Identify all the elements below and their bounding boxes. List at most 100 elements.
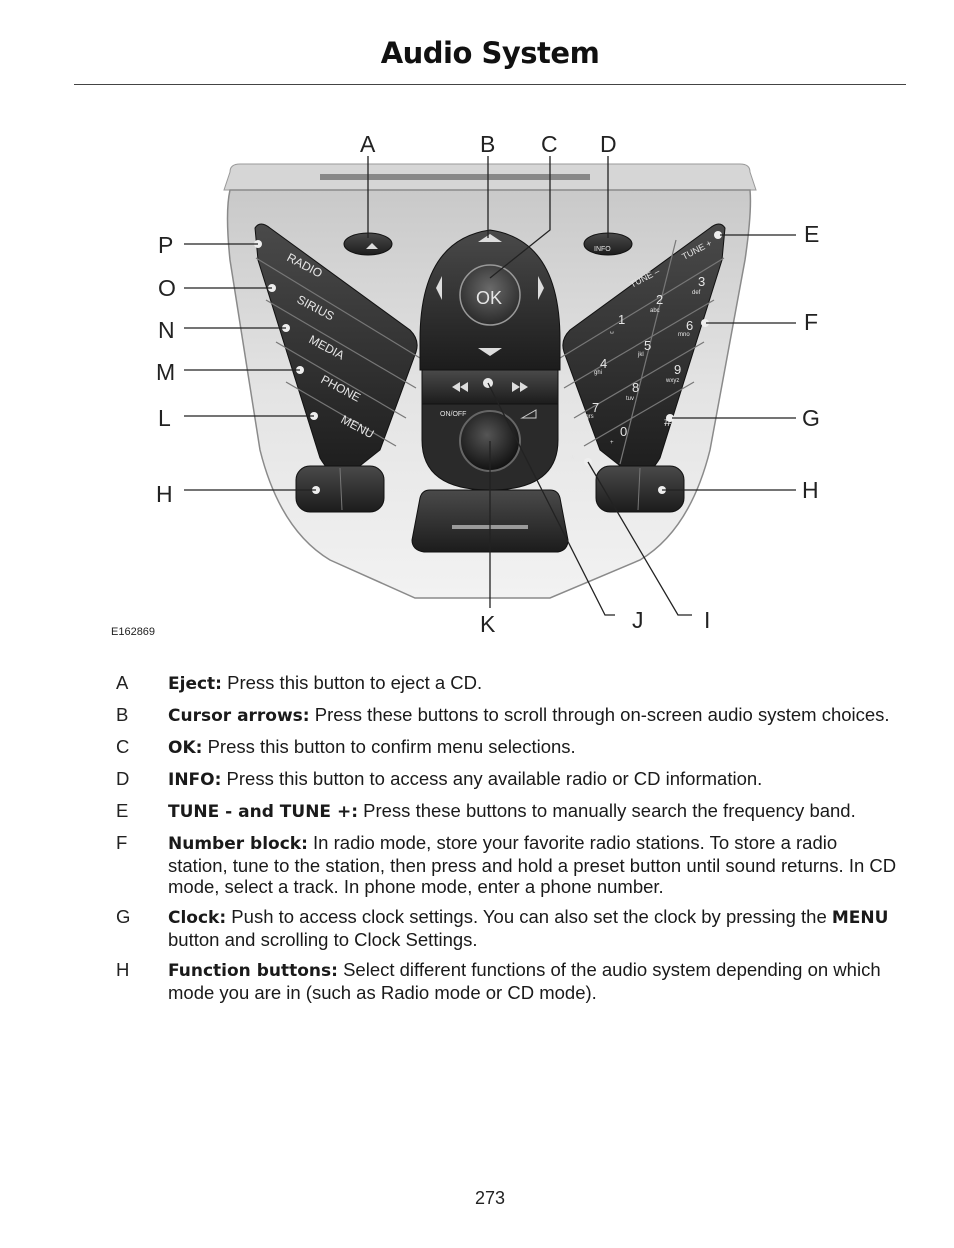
item-term: Clock: [168, 908, 227, 928]
key-4-letters: ghi [594, 370, 602, 376]
key-7-letters: pqrs [582, 414, 594, 420]
item-body: In radio mode, store your favorite radio… [168, 832, 897, 897]
key-2[interactable]: 2 [656, 292, 663, 307]
cursor-left-icon[interactable] [436, 276, 442, 300]
key-5[interactable]: 5 [644, 338, 651, 353]
key-3-letters: def [692, 290, 701, 296]
item-term: INFO: [168, 770, 222, 790]
item-text: Eject: Press this button to eject a CD. [168, 672, 898, 695]
menu-keyword: MENU [831, 908, 889, 928]
audio-panel-figure: RADIO SIRIUS MEDIA PHONE MENU TUNE – TUN… [80, 120, 900, 650]
title-divider [74, 84, 906, 85]
key-9-letters: wxyz [665, 378, 679, 384]
clock-button[interactable] [666, 414, 674, 422]
callout-c: C [541, 131, 558, 157]
item-body: Press these buttons to scroll through on… [309, 704, 890, 725]
key-5-letters: jkl [637, 352, 644, 358]
item-letter: H [116, 959, 130, 980]
item-letter: B [116, 704, 129, 725]
item-text: Number block: In radio mode, store your … [168, 832, 898, 897]
item-body-cont: button and scrolling to Clock Settings. [168, 929, 478, 950]
item-term: Function buttons: [168, 961, 338, 981]
list-item: H Function buttons: Select different fun… [110, 959, 910, 1003]
on-off-label: ON/OFF [440, 411, 466, 418]
item-body: Press these buttons to manually search t… [358, 800, 856, 821]
callout-a: A [360, 131, 376, 157]
key-6[interactable]: 6 [686, 318, 693, 333]
key-7[interactable]: 7 [592, 400, 599, 415]
page-number: 273 [474, 1188, 506, 1208]
item-body: Select different functions of the audio … [168, 959, 881, 1003]
item-term: Cursor arrows: [168, 706, 310, 726]
list-item: E TUNE - and TUNE +: Press these buttons… [110, 800, 910, 823]
key-0-letters: + [610, 440, 614, 446]
page-title: Audio System [380, 36, 600, 70]
number-block-key-6[interactable] [701, 319, 709, 327]
callout-h-right: H [802, 477, 819, 503]
key-9[interactable]: 9 [674, 362, 681, 377]
key-hash[interactable]: # [664, 414, 672, 429]
key-1-letters: ␣ [610, 328, 614, 334]
callout-f: F [804, 309, 818, 335]
item-letter: F [116, 832, 128, 853]
item-term: OK: [168, 738, 203, 758]
callout-e: E [804, 221, 819, 247]
list-item: C OK: Press this button to confirm menu … [110, 736, 910, 759]
item-text: OK: Press this button to confirm menu se… [168, 736, 898, 759]
callout-i: I [704, 607, 710, 633]
callout-h-left: H [156, 481, 173, 507]
item-term: TUNE - and TUNE +: [168, 802, 358, 822]
key-2-letters: abc [650, 308, 660, 314]
cursor-right-icon[interactable] [538, 276, 544, 300]
key-1[interactable]: 1 [618, 312, 625, 327]
item-text: Clock: Push to access clock settings. Yo… [168, 906, 898, 950]
list-item: A Eject: Press this button to eject a CD… [110, 672, 910, 695]
right-function-buttons[interactable] [595, 465, 685, 513]
description-list: A Eject: Press this button to eject a CD… [110, 672, 910, 1012]
item-body: Push to access clock settings. You can a… [226, 906, 832, 927]
eject-icon [366, 243, 378, 249]
left-function-buttons[interactable] [295, 465, 385, 513]
item-letter: G [116, 906, 131, 927]
callout-n: N [158, 317, 175, 343]
list-item: D INFO: Press this button to access any … [110, 768, 910, 791]
volume-icon [520, 409, 537, 419]
key-6-letters: mno [678, 332, 690, 338]
ok-button[interactable] [459, 264, 521, 326]
info-button-label: INFO [594, 246, 611, 253]
key-4[interactable]: 4 [600, 356, 607, 371]
item-term: Number block: [168, 834, 308, 854]
callout-b: B [480, 131, 495, 157]
callout-l: L [158, 405, 171, 431]
leader-lines [184, 156, 796, 616]
callout-j: J [632, 607, 644, 633]
item-text: INFO: Press this button to access any av… [168, 768, 898, 791]
seek-back-icon[interactable] [452, 382, 468, 392]
callout-p: P [158, 232, 173, 258]
callout-k: K [480, 611, 496, 637]
key-8-letters: tuv [626, 396, 634, 402]
audio-panel-diagram: RADIO SIRIUS MEDIA PHONE MENU TUNE – TUN… [111, 131, 820, 638]
cursor-down-icon[interactable] [478, 348, 502, 356]
callout-o: O [158, 275, 176, 301]
callout-d: D [600, 131, 617, 157]
item-body: Press this button to access any availabl… [221, 768, 763, 789]
item-body: Press this button to confirm menu select… [202, 736, 576, 757]
key-3[interactable]: 3 [698, 274, 705, 289]
figure-id: E162869 [111, 626, 155, 638]
item-letter: D [116, 768, 130, 789]
list-item: B Cursor arrows: Press these buttons to … [110, 704, 910, 727]
item-text: Cursor arrows: Press these buttons to sc… [168, 704, 898, 727]
seek-forward-icon[interactable] [512, 382, 528, 392]
item-term: Eject: [168, 674, 222, 694]
ok-button-label: OK [476, 288, 502, 308]
cursor-up-icon[interactable] [478, 234, 502, 242]
list-item: F Number block: In radio mode, store you… [110, 832, 910, 897]
list-item: G Clock: Push to access clock settings. … [110, 906, 910, 950]
key-0[interactable]: 0 [620, 424, 627, 439]
tune-plus-button[interactable] [714, 231, 722, 239]
key-8[interactable]: 8 [632, 380, 639, 395]
item-text: Function buttons: Select different funct… [168, 959, 898, 1003]
key-star[interactable]: * [570, 452, 575, 467]
item-text: TUNE - and TUNE +: Press these buttons t… [168, 800, 898, 823]
